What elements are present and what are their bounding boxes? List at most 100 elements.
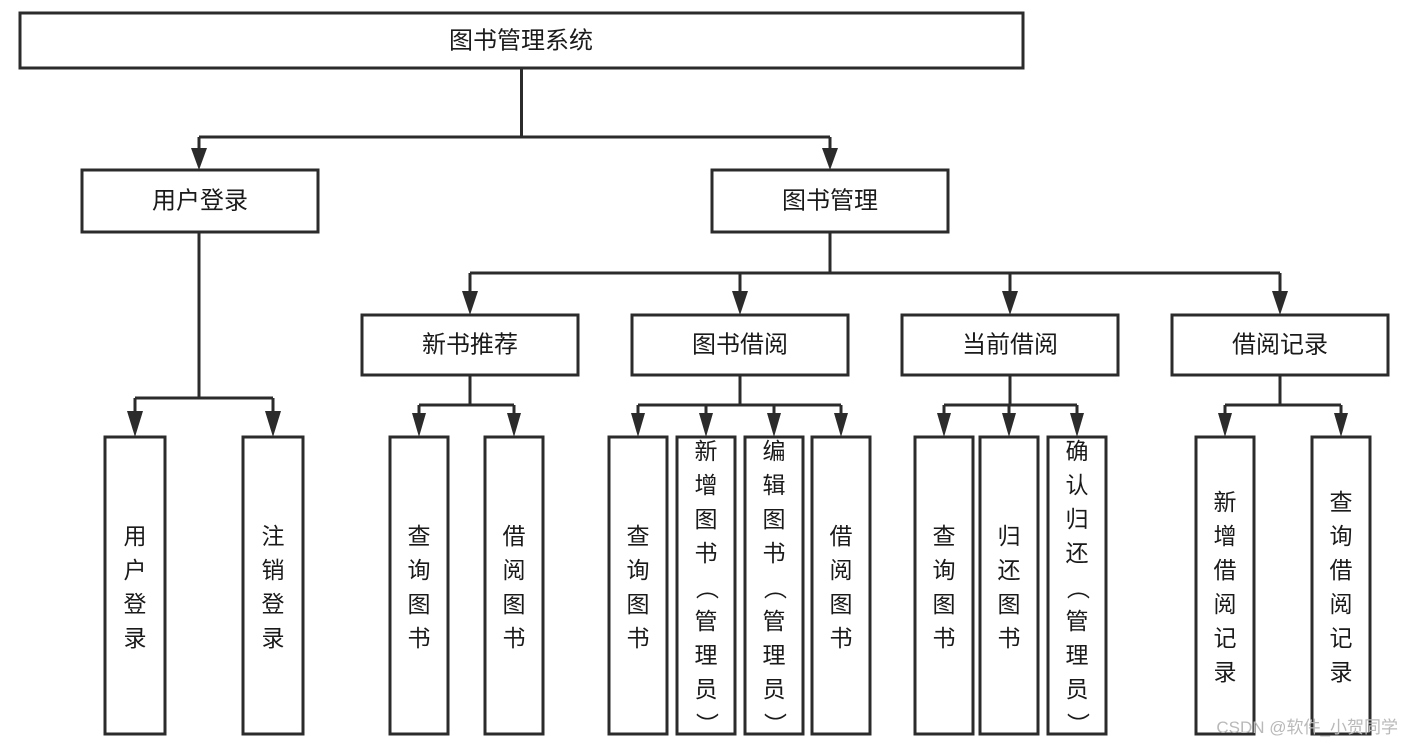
node-leaf-rec-borrow-book[interactable] — [483, 435, 545, 736]
arrow-icon-to-book-manage — [822, 148, 838, 170]
label-glyph: 书 — [627, 625, 650, 651]
node-leaf-borrow-edit[interactable] — [743, 435, 805, 736]
node-leaf-rec-query-book[interactable] — [388, 435, 450, 736]
arrow-icon-borrow-edit — [767, 413, 781, 437]
node-new-book-rec-label: 新书推荐 — [422, 331, 518, 358]
label-glyph: 记 — [1214, 625, 1237, 651]
arrow-icon-cur-query — [937, 413, 951, 437]
node-book-borrow-box[interactable] — [630, 313, 850, 377]
arrow-icon-rec-query — [1334, 413, 1348, 437]
label-glyph: 阅 — [1330, 591, 1353, 617]
label-glyph: 图 — [503, 591, 526, 617]
label-glyph: 登 — [124, 591, 147, 617]
node-leaf-borrow-query-box[interactable] — [607, 435, 669, 736]
label-glyph: 借 — [830, 523, 853, 549]
leaf-labels-group: 用户登录注销登录查询图书借阅图书查询图书新增图书（管理员）编辑图书（管理员）借阅… — [124, 438, 1353, 736]
label-glyph: 确 — [1066, 438, 1089, 464]
label-glyph: 销 — [262, 557, 285, 583]
edges-group — [127, 68, 1348, 437]
arrow-icon-borrow-query — [631, 413, 645, 437]
node-new-book-rec-box[interactable] — [360, 313, 580, 377]
label-glyph: ） — [694, 713, 720, 736]
node-borrow-record[interactable]: 借阅记录 — [1170, 313, 1390, 377]
label-glyph: 书 — [933, 625, 956, 651]
label-glyph: 图 — [408, 591, 431, 617]
node-leaf-cur-query[interactable] — [913, 435, 975, 736]
label-glyph: 用 — [124, 523, 147, 549]
node-leaf-rec-borrow-book-box[interactable] — [483, 435, 545, 736]
node-leaf-borrow-borrow-box[interactable] — [810, 435, 872, 736]
label-glyph: （ — [762, 577, 788, 600]
node-leaf-user-logout-box[interactable] — [241, 435, 305, 736]
arrow-icon-borrow-borrow — [834, 413, 848, 437]
node-leaf-cur-confirm-box[interactable] — [1046, 435, 1108, 736]
node-leaf-rec-add[interactable] — [1194, 435, 1256, 736]
label-glyph: 书 — [830, 625, 853, 651]
arrow-icon-to-current-borrow — [1002, 291, 1018, 315]
node-leaf-borrow-add-box[interactable] — [675, 435, 737, 736]
arrow-icon-cur-confirm — [1070, 413, 1084, 437]
node-new-book-rec[interactable]: 新书推荐 — [360, 313, 580, 377]
node-book-borrow[interactable]: 图书借阅 — [630, 313, 850, 377]
node-leaf-borrow-add[interactable] — [675, 435, 737, 736]
label-glyph: 录 — [1330, 659, 1353, 685]
node-root[interactable]: 图书管理系统 — [18, 11, 1025, 70]
node-leaf-user-logout[interactable] — [241, 435, 305, 736]
node-leaf-cur-return[interactable] — [978, 435, 1040, 736]
node-leaf-cur-return-box[interactable] — [978, 435, 1040, 736]
arrow-icon-to-book-borrow — [732, 291, 748, 315]
label-glyph: 录 — [1214, 659, 1237, 685]
node-user-login[interactable]: 用户登录 — [80, 168, 320, 234]
label-glyph: 阅 — [1214, 591, 1237, 617]
node-root-label: 图书管理系统 — [449, 27, 593, 54]
label-glyph: ） — [1065, 713, 1091, 736]
node-book-manage-box[interactable] — [710, 168, 950, 234]
node-leaf-borrow-query[interactable] — [607, 435, 669, 736]
node-leaf-user-login-box[interactable] — [103, 435, 167, 736]
label-glyph: 询 — [627, 557, 650, 583]
arrow-icon-rec-add — [1218, 413, 1232, 437]
arrow-icon-user-logout-leaf — [265, 411, 281, 437]
node-leaf-cur-query-box[interactable] — [913, 435, 975, 736]
label-glyph: 借 — [1214, 557, 1237, 583]
label-glyph: 询 — [1330, 523, 1353, 549]
node-leaf-user-login[interactable] — [103, 435, 167, 736]
node-leaf-rec-add-box[interactable] — [1194, 435, 1256, 736]
label-glyph: 查 — [408, 523, 431, 549]
node-user-login-box[interactable] — [80, 168, 320, 234]
label-glyph: 新 — [695, 438, 718, 464]
arrow-icon-cur-return — [1002, 413, 1016, 437]
label-glyph: 归 — [998, 523, 1021, 549]
label-glyph: 查 — [1330, 489, 1353, 515]
label-glyph: 理 — [1066, 642, 1089, 668]
node-book-manage[interactable]: 图书管理 — [710, 168, 950, 234]
node-root-box[interactable] — [18, 11, 1025, 70]
node-leaf-borrow-edit-box[interactable] — [743, 435, 805, 736]
arrow-icon-rec-borrow-book — [507, 413, 521, 437]
node-leaf-rec-query[interactable] — [1310, 435, 1372, 736]
arrow-icon-to-borrow-record — [1272, 291, 1288, 315]
arrow-icon-to-user-login — [191, 148, 207, 170]
label-glyph: 图 — [998, 591, 1021, 617]
node-user-login-label: 用户登录 — [152, 187, 248, 214]
node-current-borrow[interactable]: 当前借阅 — [900, 313, 1120, 377]
label-glyph: 书 — [998, 625, 1021, 651]
node-current-borrow-box[interactable] — [900, 313, 1120, 377]
node-leaf-borrow-borrow[interactable] — [810, 435, 872, 736]
label-glyph: 员 — [763, 676, 786, 702]
label-glyph: 管 — [695, 608, 718, 634]
label-glyph: 查 — [933, 523, 956, 549]
node-book-manage-label: 图书管理 — [782, 187, 878, 214]
label-glyph: 借 — [503, 523, 526, 549]
label-glyph: （ — [694, 577, 720, 600]
node-leaf-rec-query-book-box[interactable] — [388, 435, 450, 736]
node-borrow-record-box[interactable] — [1170, 313, 1390, 377]
label-glyph: 增 — [695, 472, 718, 498]
node-leaf-rec-query-box[interactable] — [1310, 435, 1372, 736]
node-leaf-cur-confirm[interactable] — [1046, 435, 1108, 736]
